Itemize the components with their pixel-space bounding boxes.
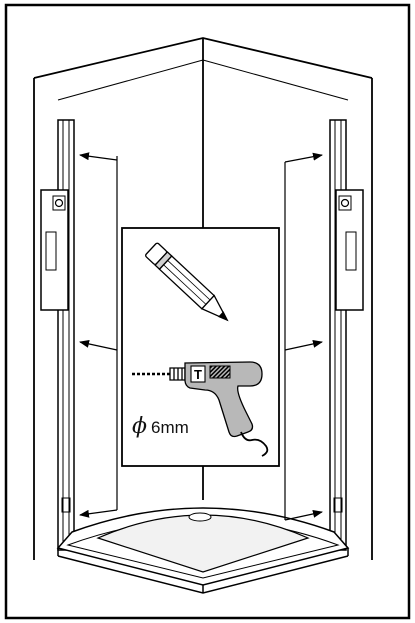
left-wall-profile (40, 119, 75, 551)
right-wall-profile (329, 119, 364, 551)
drill-size-label: ϕ 6mm (132, 412, 189, 442)
left-marking-guides (79, 152, 118, 518)
drill-icon: T (132, 361, 269, 457)
diameter-symbol: ϕ (132, 414, 147, 439)
arrow-left-middle (79, 339, 118, 351)
shower-tray (56, 507, 350, 594)
page-frame (4, 3, 411, 620)
svg-text:T: T (194, 367, 202, 382)
arrow-left-top (79, 152, 118, 161)
arrow-right-bottom (284, 509, 323, 521)
pencil-icon (145, 242, 229, 322)
arrow-right-middle (284, 339, 323, 351)
arrow-left-bottom (79, 509, 118, 518)
arrow-right-top (284, 152, 323, 163)
right-marking-guides (284, 152, 323, 521)
drill-size-value: 6mm (151, 417, 189, 437)
